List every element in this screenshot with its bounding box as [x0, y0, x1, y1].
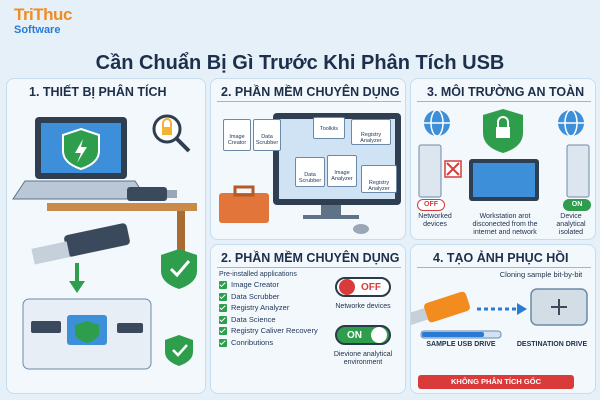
magnifier-lock-icon [152, 114, 191, 153]
chip-data-scrubber-2: Data Scrubber [295, 157, 325, 187]
section-title-3: 3. MÔI TRƯỜNG AN TOÀN [427, 85, 585, 99]
lock-shield-icon [483, 109, 523, 153]
logo-line2: Software [14, 24, 61, 36]
label-analytical-environment: Dievione analytical environment [333, 351, 393, 366]
panel-safe-environment: 3. MÔI TRƯỜNG AN TOÀN OFF ON Networked d… [410, 78, 596, 240]
toggle-off-label: OFF [361, 281, 381, 293]
safe-environment-illustration [418, 109, 590, 201]
check-icon [219, 281, 227, 289]
list-item: Registry Caliver Recovery [219, 327, 329, 335]
panel-software: 2. PHẦN MỀM CHUYÊN DỤNG Image Creator Da… [210, 78, 406, 240]
list-item: Conributions [219, 338, 329, 347]
page-title: Cần Chuẩn Bị Gì Trước Khi Phân Tích USB [95, 52, 505, 74]
toggle-knob [339, 279, 355, 295]
section-title-5: 4. TẠO ẢNH PHỤC HỒI [433, 251, 569, 265]
check-icon [219, 338, 227, 347]
shield-icon [62, 127, 100, 171]
section-title-4: 2. PHẦN MỀM CHUYÊN DỤNG [221, 251, 400, 265]
network-off-toggle[interactable]: OFF [335, 277, 391, 297]
server-rack-left [418, 144, 442, 198]
label-networked-devices: Networked devices [418, 213, 452, 228]
server-rack-right [566, 144, 590, 198]
mouse-icon [353, 224, 369, 234]
toggle-on-label: ON [347, 329, 362, 341]
device-shield-icon [75, 321, 99, 343]
check-icon [219, 327, 227, 335]
list-item: Registry Analyzer [219, 304, 329, 312]
check-icon [219, 292, 227, 301]
panel-analysis-device: 1. THIẾT BỊ PHÂN TÍCH [6, 78, 206, 394]
analysis-on-toggle[interactable]: ON [335, 325, 391, 345]
analysis-device-illustration [12, 114, 197, 370]
chip-data-scrubber: Data Scrubber [253, 119, 281, 151]
toggle-knob [371, 327, 387, 343]
desk-leg [177, 211, 185, 251]
list-item: Data Science [219, 315, 329, 324]
list-item: Data Scrubber [219, 292, 329, 301]
check-shield-icon [161, 249, 197, 289]
logo-line1: TriThuc [14, 5, 72, 24]
software-checklist: Pre-installed applications Image Creator… [219, 271, 329, 350]
recovery-illustration [411, 288, 588, 339]
on-toggle-small: ON [563, 199, 591, 211]
label-destination-drive: DESTINATION DRIVE [516, 341, 588, 348]
globe-icon-left [424, 109, 450, 137]
check-icon [219, 315, 227, 324]
label-workstation: Workstation arot disconected from the in… [472, 213, 538, 236]
progress-fill [422, 332, 484, 337]
section-title-1: 1. THIẾT BỊ PHÂN TÍCH [29, 85, 167, 99]
globe-icon-right [558, 109, 584, 137]
clone-caption: Cloning sample bit-by-bit [499, 270, 583, 279]
check-icon [219, 304, 227, 312]
toolbox-icon [219, 193, 269, 223]
chip-image-analyzer: Image Analyzer [327, 155, 357, 187]
panel-recovery-image: 4. TẠO ẢNH PHỤC HỒI Cloning sample bit-b… [410, 244, 596, 394]
list-head: Pre-installed applications [219, 271, 297, 278]
list-item: Image Creator [219, 281, 329, 289]
usb-drive-large-icon [31, 223, 130, 265]
panel-software-list: 2. PHẦN MỀM CHUYÊN DỤNG Pre-installed ap… [210, 244, 406, 394]
desk-top [47, 203, 197, 211]
chip-toolkits: Toolkiis [313, 117, 345, 139]
brand-logo: TriThuc Software [14, 6, 92, 42]
check-shield-small-icon [165, 335, 193, 366]
off-toggle-small: OFF [417, 199, 445, 211]
usb-drive-orange-icon [411, 291, 470, 326]
label-device-isolated: Device analytical isolated [556, 213, 586, 236]
section-title-2: 2. PHẦN MỀM CHUYÊN DỤNG [221, 85, 400, 99]
destination-drive-icon [530, 288, 588, 326]
label-networke-devices: Networke devices [335, 303, 391, 310]
chip-registry-analyzer: Registry Analyzer [351, 119, 391, 145]
usb-drive-icon [127, 187, 167, 201]
chip-image-creator: Image Creator [223, 119, 251, 151]
laptop-keyboard [12, 180, 148, 200]
chip-registry-analyzer-2: Registry Analyzer [361, 165, 397, 193]
label-sample-usb: SAMPLE USB DRIVE [426, 341, 496, 348]
warning-badge: KHÔNG PHÂN TÍCH GỐC [418, 375, 574, 389]
